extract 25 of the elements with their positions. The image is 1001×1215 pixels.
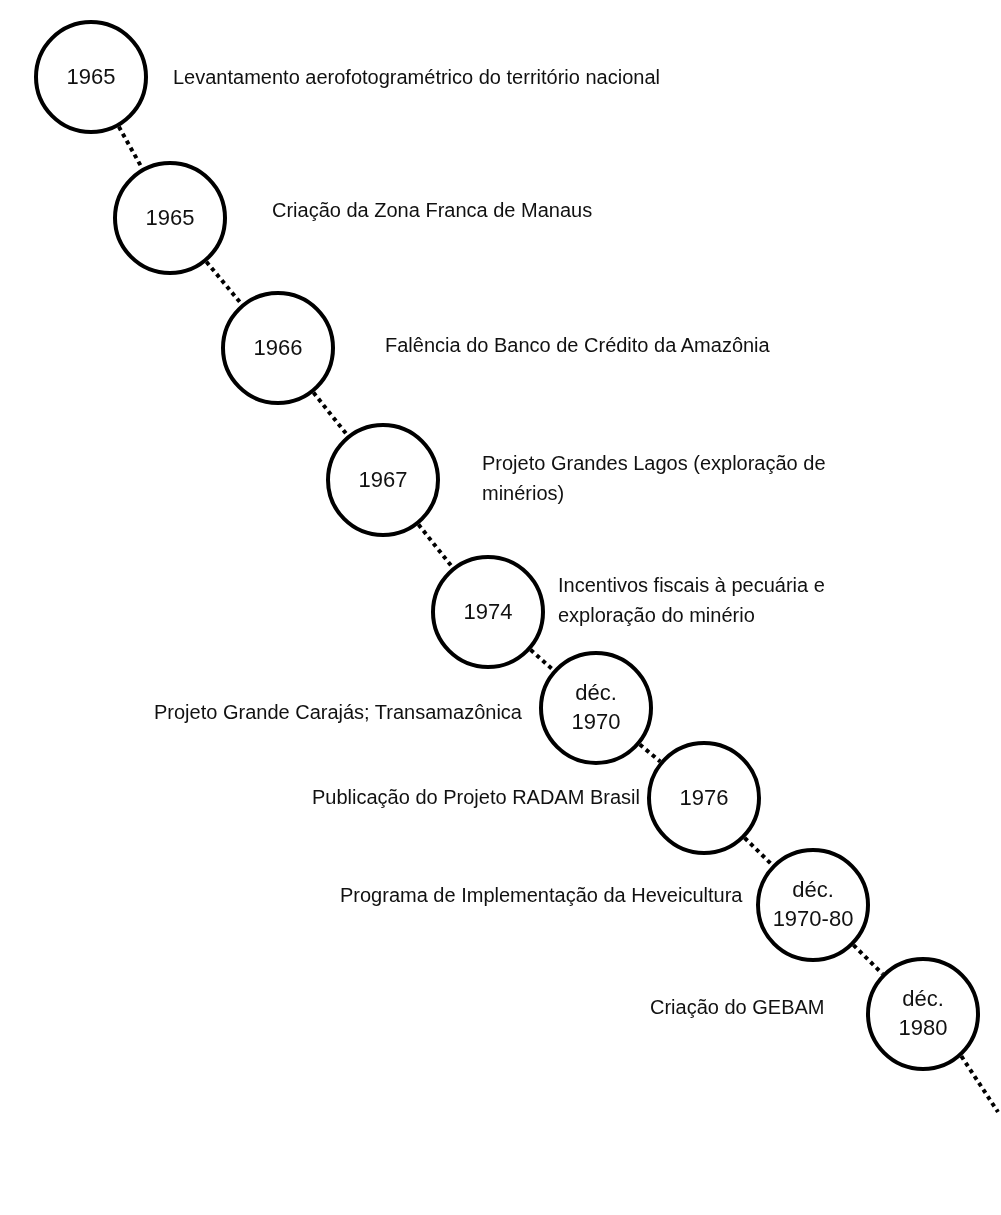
event-description: Programa de Implementação da Heveicultura xyxy=(340,883,743,908)
year-label: déc. 1980 xyxy=(897,985,949,1042)
dotted-connector xyxy=(529,648,555,672)
dotted-connector xyxy=(959,1055,1000,1114)
event-description: Incentivos fiscais à pecuária e exploração do minério xyxy=(558,573,826,628)
year-label: 1965 xyxy=(144,203,196,232)
dotted-connector xyxy=(416,523,455,569)
year-label: 1965 xyxy=(65,62,117,91)
dotted-connector xyxy=(204,260,244,306)
event-description: Projeto Grande Carajás; Transamazônica xyxy=(154,700,522,725)
dotted-connector xyxy=(638,742,662,764)
year-label: 1966 xyxy=(252,333,304,362)
event-description: Falência do Banco de Crédito da Amazônia xyxy=(385,333,770,358)
year-label: déc. 1970 xyxy=(570,679,622,736)
event-description: Publicação do Projeto RADAM Brasil xyxy=(312,785,640,810)
dotted-connector xyxy=(311,391,350,437)
event-description: Criação da Zona Franca de Manaus xyxy=(272,198,593,223)
year-label: 1974 xyxy=(462,597,514,626)
year-label: 1976 xyxy=(678,783,730,812)
event-description: Levantamento aerofotogramétrico do território nacional xyxy=(173,65,660,90)
year-label: 1967 xyxy=(357,465,409,494)
event-description: Criação do GEBAM xyxy=(650,995,825,1020)
event-description: Projeto Grandes Lagos (exploração de minérios) xyxy=(482,451,827,506)
year-label: déc. 1970-80 xyxy=(772,876,854,933)
dotted-connector xyxy=(743,836,774,867)
